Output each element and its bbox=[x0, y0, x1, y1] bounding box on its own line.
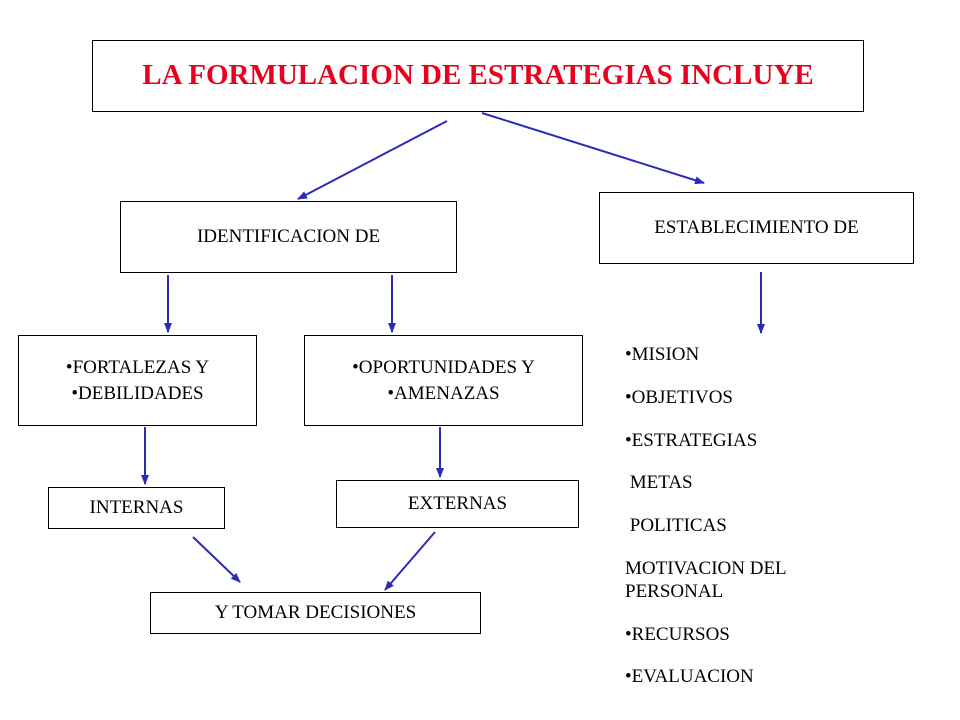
list-item: •OBJETIVOS bbox=[625, 386, 733, 408]
arrow-externas-to-tomar bbox=[384, 531, 436, 591]
identificacion-label: IDENTIFICACION DE bbox=[196, 226, 381, 248]
list-item: POLITICAS bbox=[625, 515, 727, 537]
internas-box: INTERNAS bbox=[48, 487, 225, 529]
list-item: •ESTRATEGIAS bbox=[625, 429, 758, 451]
debilidades-label: •DEBILIDADES bbox=[71, 382, 204, 404]
oportunidades-box: •OPORTUNIDADES Y •AMENAZAS bbox=[304, 335, 583, 426]
oportunidades-label: •OPORTUNIDADES Y bbox=[352, 356, 535, 378]
list-item: METAS bbox=[625, 472, 693, 494]
establecimiento-list: •MISION •OBJETIVOS •ESTRATEGIAS METAS PO… bbox=[625, 344, 945, 689]
tomar-decisiones-box: Y TOMAR DECISIONES bbox=[150, 592, 481, 634]
arrow-internas-to-tomar bbox=[192, 536, 241, 583]
internas-label: INTERNAS bbox=[89, 497, 184, 519]
arrow-title-to-identificacion bbox=[297, 120, 448, 200]
externas-box: EXTERNAS bbox=[336, 480, 579, 528]
amenazas-label: •AMENAZAS bbox=[387, 382, 500, 404]
fortalezas-box: •FORTALEZAS Y •DEBILIDADES bbox=[18, 335, 257, 426]
externas-label: EXTERNAS bbox=[407, 493, 508, 515]
tomar-decisiones-label: Y TOMAR DECISIONES bbox=[214, 602, 417, 624]
list-item: •RECURSOS bbox=[625, 623, 730, 645]
list-item: MOTIVACION DEL PERSONAL bbox=[625, 557, 786, 602]
fortalezas-label: •FORTALEZAS Y bbox=[65, 356, 210, 378]
arrow-title-to-establecimiento bbox=[481, 112, 705, 185]
diagram-title: LA FORMULACION DE ESTRATEGIAS INCLUYE bbox=[142, 59, 814, 92]
establecimiento-label: ESTABLECIMIENTO DE bbox=[654, 217, 859, 239]
establecimiento-box: ESTABLECIMIENTO DE bbox=[599, 192, 914, 264]
title-box: LA FORMULACION DE ESTRATEGIAS INCLUYE bbox=[92, 40, 864, 112]
list-item: •EVALUACION bbox=[625, 666, 754, 688]
list-item: •MISION bbox=[625, 344, 700, 365]
identificacion-box: IDENTIFICACION DE bbox=[120, 201, 457, 273]
